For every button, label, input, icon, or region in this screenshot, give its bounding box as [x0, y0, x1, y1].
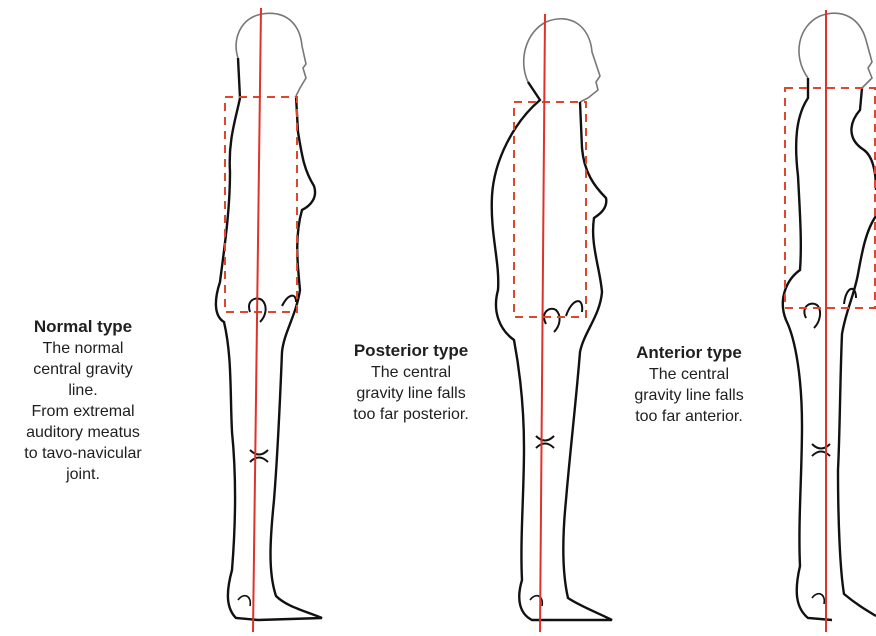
normal-foot	[238, 596, 250, 606]
anterior-type-description: The central gravity line falls too far a…	[614, 364, 764, 427]
normal-type-label: Normal type The normal central gravity l…	[8, 316, 158, 485]
anterior-type-title: Anterior type	[614, 342, 764, 364]
posterior-figure	[492, 14, 612, 632]
normal-desc-line: The normal	[8, 338, 158, 359]
normal-desc-line: central gravity	[8, 359, 158, 380]
anterior-figure	[783, 10, 876, 632]
anterior-desc-line: gravity line falls	[614, 385, 764, 406]
anterior-desc-line: The central	[614, 364, 764, 385]
anterior-head-outline	[799, 13, 872, 88]
posterior-desc-line: gravity line falls	[336, 383, 486, 404]
anterior-foot	[812, 594, 824, 604]
posterior-head-outline	[524, 19, 600, 102]
posterior-desc-line: The central	[336, 362, 486, 383]
normal-type-description: The normal central gravity line. From ex…	[8, 338, 158, 485]
normal-desc-line: to tavo-navicular	[8, 443, 158, 464]
normal-knee	[250, 450, 268, 462]
posterior-type-label: Posterior type The central gravity line …	[336, 340, 486, 425]
normal-figure	[216, 8, 322, 632]
normal-desc-line: auditory meatus	[8, 422, 158, 443]
normal-head-outline	[236, 13, 306, 96]
anterior-front-outline	[851, 88, 876, 190]
posterior-gravity-line	[540, 14, 545, 632]
normal-desc-line: line.	[8, 380, 158, 401]
posterior-front-outline	[548, 102, 612, 620]
normal-desc-line: From extremal	[8, 401, 158, 422]
anterior-type-label: Anterior type The central gravity line f…	[614, 342, 764, 427]
normal-back-outline	[216, 58, 258, 620]
normal-type-title: Normal type	[8, 316, 158, 338]
normal-desc-line: joint.	[8, 464, 158, 485]
posterior-trunk-box	[514, 102, 586, 317]
anterior-knee	[812, 444, 830, 456]
anterior-desc-line: too far anterior.	[614, 406, 764, 427]
normal-trunk-box	[225, 97, 297, 312]
posterior-desc-line: too far posterior.	[336, 404, 486, 425]
normal-gravity-line	[253, 8, 261, 632]
posterior-back-outline	[492, 82, 548, 620]
normal-front-outline	[258, 96, 322, 620]
anterior-back-outline	[783, 78, 832, 620]
posterior-type-description: The central gravity line falls too far p…	[336, 362, 486, 425]
posterior-knee	[536, 436, 554, 448]
anterior-front-lower	[838, 216, 876, 616]
posterior-type-title: Posterior type	[336, 340, 486, 362]
